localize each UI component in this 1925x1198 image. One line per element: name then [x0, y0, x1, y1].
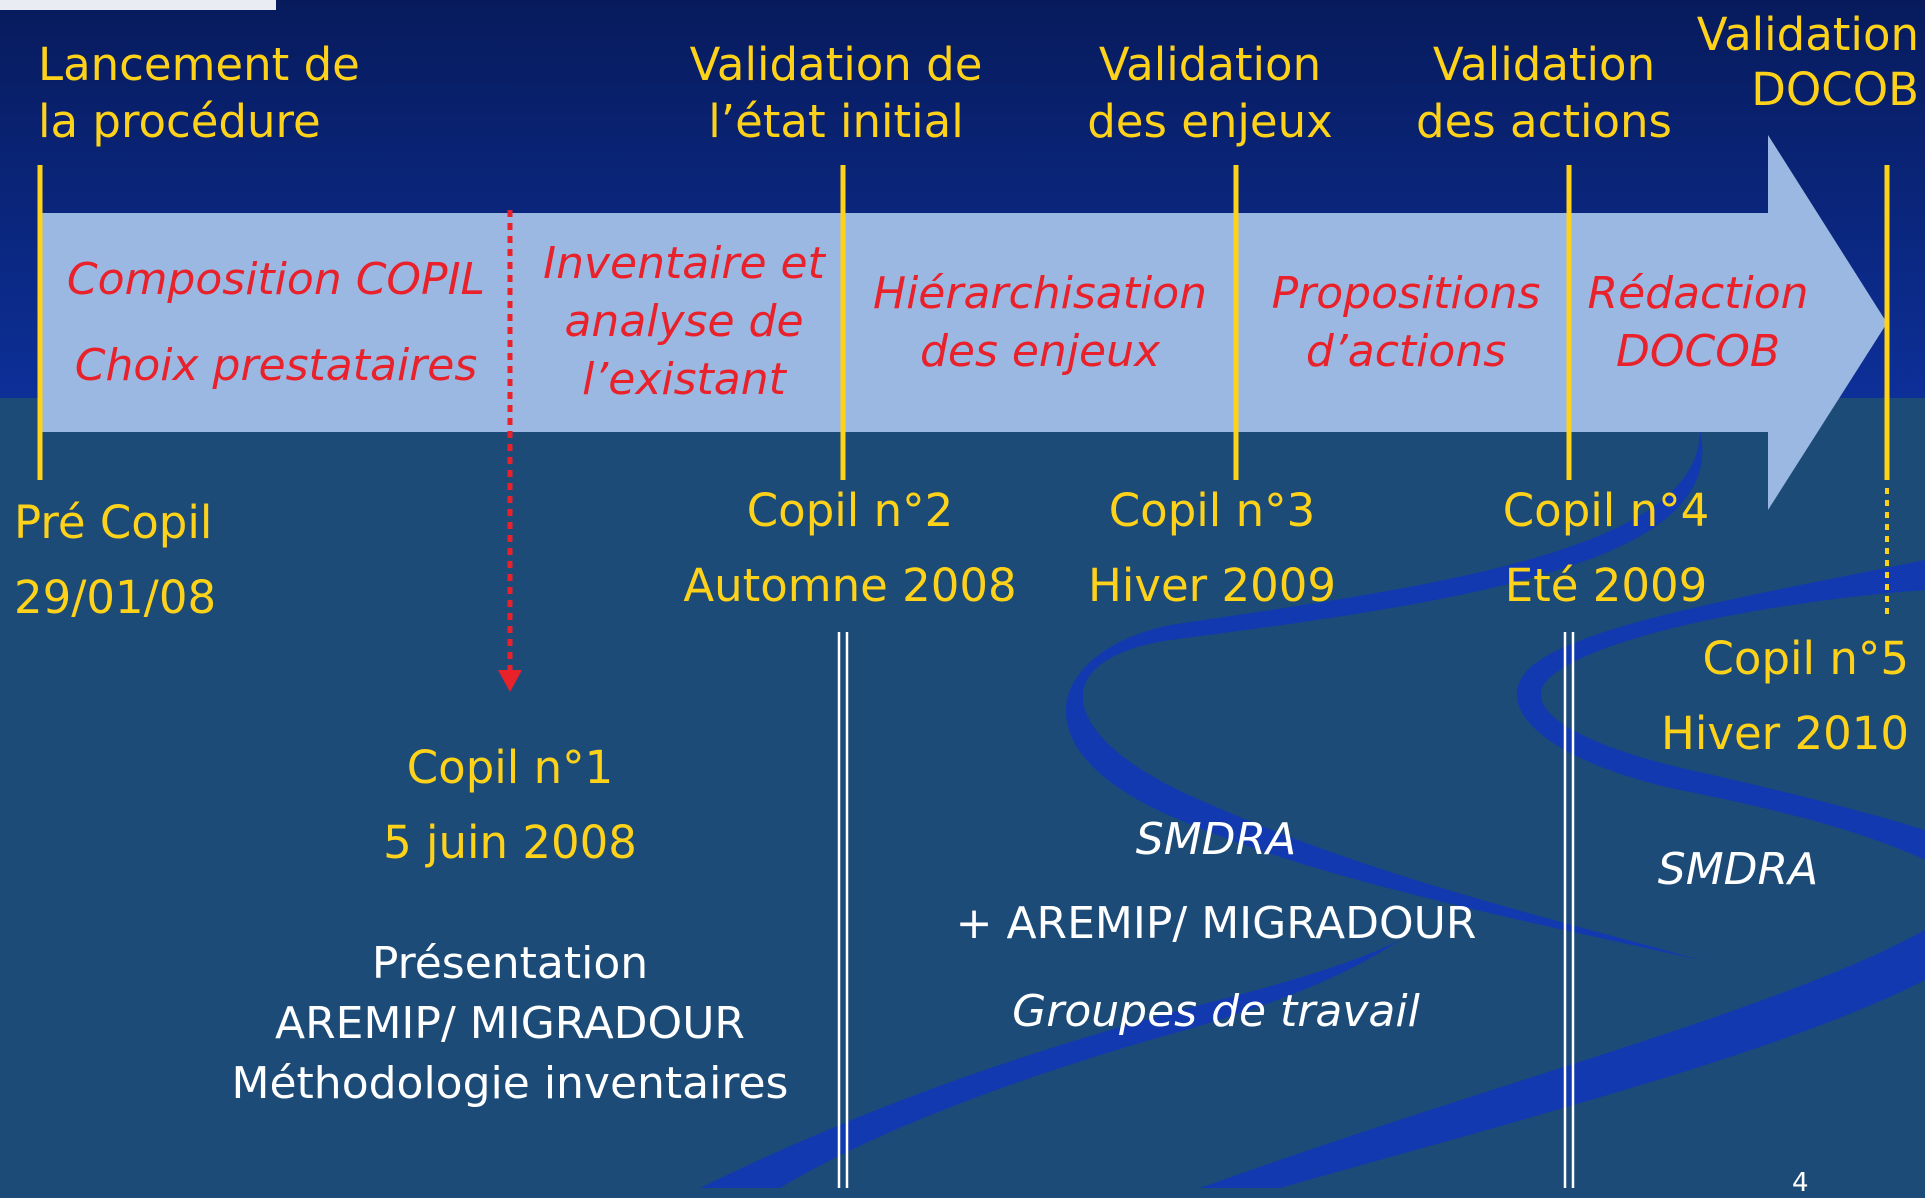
milestone-validation-etat-line2: l’état initial [708, 95, 964, 148]
milestone-validation-etat: Validation de l’état initial [690, 42, 983, 144]
milestone-lancement: Lancement de la procédure [38, 42, 360, 144]
phase-redaction: Rédaction DOCOB [1587, 272, 1808, 374]
copil-1-date: 5 juin 2008 [383, 816, 637, 869]
milestone-lancement-line2: la procédure [38, 95, 321, 148]
river-swirl [1516, 560, 1925, 860]
phase-propositions: Propositions d’actions [1272, 272, 1541, 374]
phase-inventaire-line1: Inventaire et [543, 238, 825, 289]
phase-inventaire-line3: l’existant [582, 354, 786, 405]
note-presentation-line3: Méthodologie inventaires [231, 1058, 789, 1109]
note-smdra-right: SMDRA [1657, 844, 1819, 895]
copil-2-date: Automne 2008 [683, 559, 1017, 612]
milestone-lancement-line1: Lancement de [38, 38, 360, 91]
milestone-validation-enjeux-line2: des enjeux [1087, 95, 1333, 148]
copil-3-date: Hiver 2009 [1088, 559, 1336, 612]
phase-choix: Choix prestataires [74, 340, 478, 391]
copil-1-label: Copil n°1 [406, 741, 614, 794]
phase-inventaire-line2: analyse de [564, 296, 804, 347]
copil-pre-date: 29/01/08 [14, 571, 217, 624]
corner-box [0, 0, 276, 10]
copil-5-date: Hiver 2010 [1661, 707, 1909, 760]
phase-hierarchisation: Hiérarchisation des enjeux [873, 272, 1207, 374]
slide-number: 4 [1792, 1168, 1809, 1198]
copil-2: Copil n°2 Automne 2008 [683, 488, 1016, 608]
note-presentation-line2: AREMIP/ MIGRADOUR [275, 998, 745, 1049]
milestone-validation-actions-line2: des actions [1416, 95, 1672, 148]
milestone-validation-docob-line1: Validation [1696, 8, 1919, 61]
note-presentation-line1: Présentation [371, 938, 649, 989]
phase-redaction-line1: Rédaction [1587, 268, 1809, 319]
phase-composition: Composition COPIL [66, 254, 486, 305]
phase-inventaire: Inventaire et analyse de l’existant [543, 242, 825, 402]
copil-4-label: Copil n°4 [1502, 484, 1710, 537]
milestone-validation-docob-line2: DOCOB [1751, 63, 1919, 116]
phase-redaction-line2: DOCOB [1615, 326, 1781, 377]
copil-5: Copil n°5 Hiver 2010 [1661, 636, 1909, 756]
milestone-validation-etat-line1: Validation de [689, 38, 983, 91]
phase-hierarchisation-line2: des enjeux [919, 326, 1161, 377]
milestone-validation-actions: Validation des actions [1416, 42, 1672, 144]
milestone-validation-enjeux: Validation des enjeux [1087, 42, 1333, 144]
note-groupes: Groupes de travail [1012, 986, 1420, 1037]
copil-2-label: Copil n°2 [746, 484, 954, 537]
timeline-arrow [40, 135, 1887, 510]
copil-pre-label: Pré Copil [14, 496, 213, 549]
copil-1: Copil n°1 5 juin 2008 [383, 745, 637, 865]
copil-3-label: Copil n°3 [1108, 484, 1316, 537]
red-arrowhead [498, 670, 522, 692]
milestone-validation-docob: Validation DOCOB [1697, 12, 1919, 112]
phase-propositions-line2: d’actions [1305, 326, 1507, 377]
river-swirl [700, 940, 1400, 1188]
copil-3: Copil n°3 Hiver 2009 [1088, 488, 1336, 608]
copil-5-label: Copil n°5 [1702, 632, 1909, 685]
copil-4-date: Eté 2009 [1504, 559, 1708, 612]
copil-pre: Pré Copil 29/01/08 [14, 500, 216, 620]
milestone-validation-enjeux-line1: Validation [1098, 38, 1322, 91]
note-aremip-mid: + AREMIP/ MIGRADOUR [955, 898, 1477, 949]
phase-propositions-line1: Propositions [1271, 268, 1541, 319]
phase-hierarchisation-line1: Hiérarchisation [873, 268, 1207, 319]
copil-4: Copil n°4 Eté 2009 [1503, 488, 1709, 608]
note-smdra-mid: SMDRA [1135, 814, 1297, 865]
milestone-validation-actions-line1: Validation [1432, 38, 1656, 91]
river-swirl [1065, 430, 1703, 960]
note-presentation: Présentation AREMIP/ MIGRADOUR Méthodolo… [232, 942, 789, 1106]
